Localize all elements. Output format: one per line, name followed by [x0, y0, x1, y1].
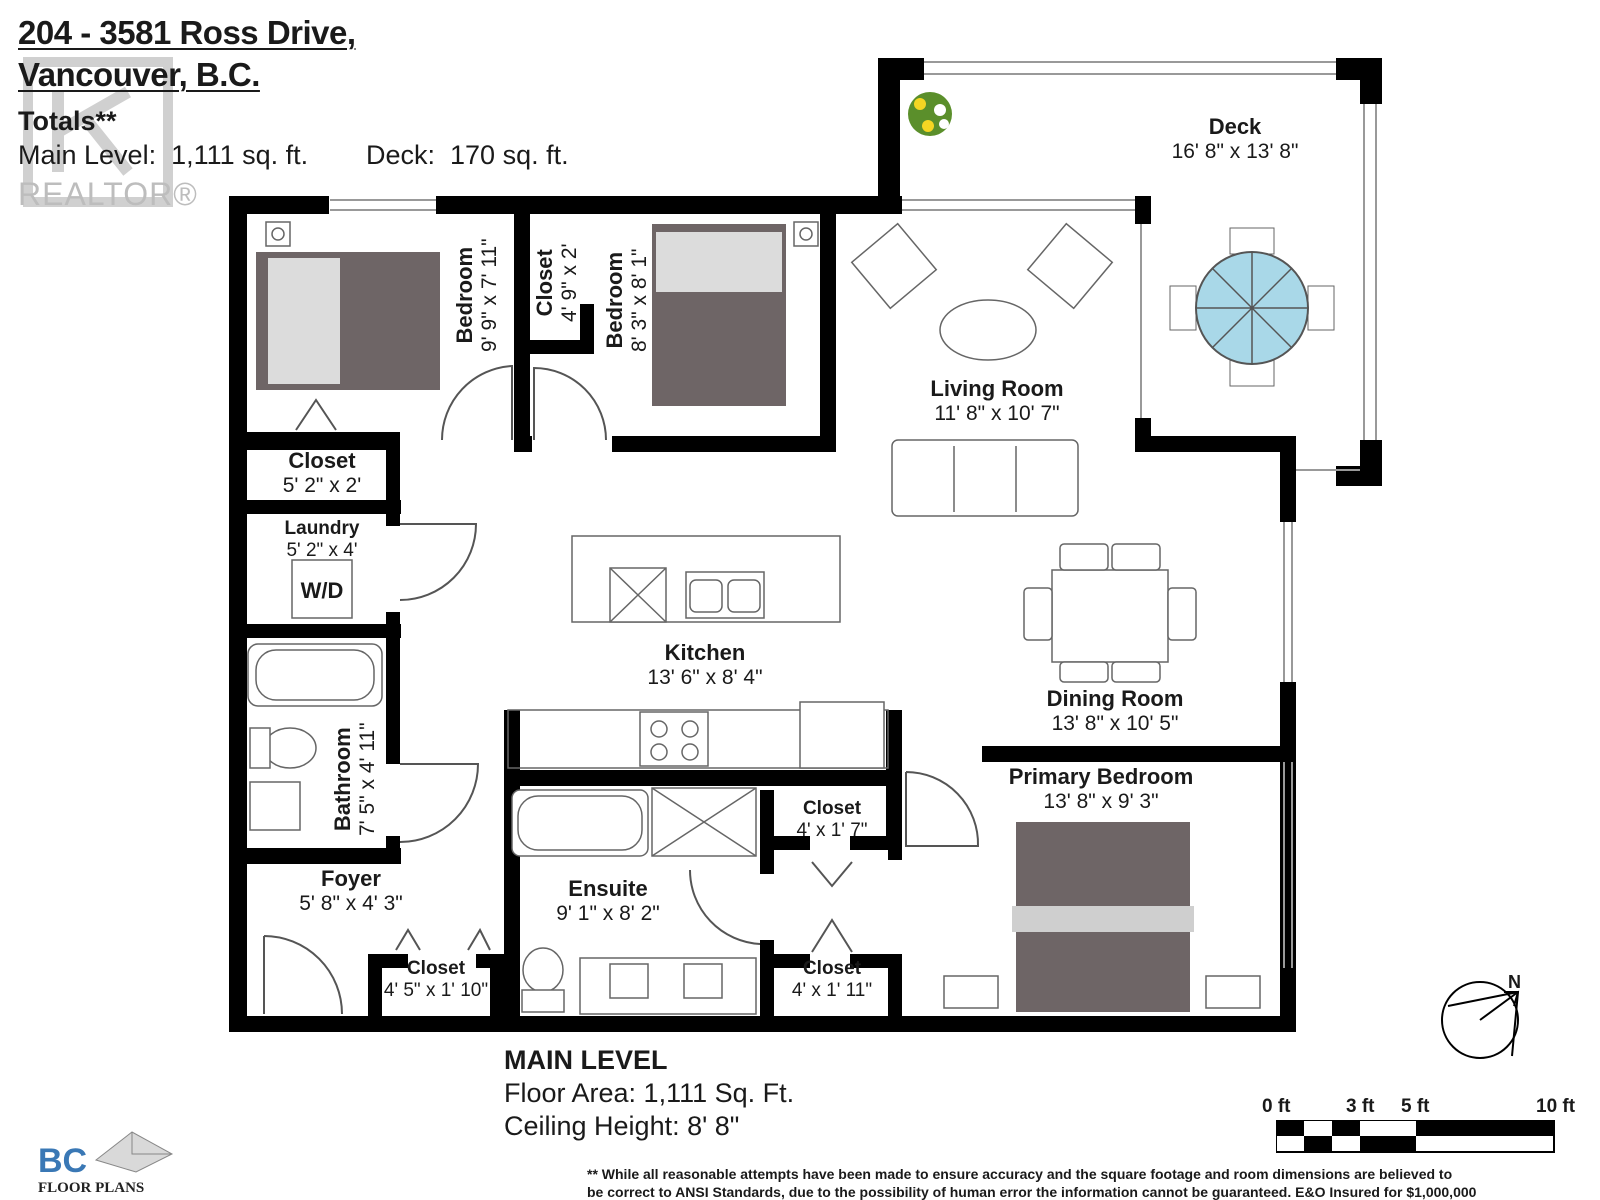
room-kitchen: Kitchen 13' 6" x 8' 4" — [647, 640, 763, 689]
ceiling-height: Ceiling Height: 8' 8" — [504, 1111, 740, 1141]
room-closet-1: Closet 5' 2" x 2' — [282, 448, 362, 497]
room-bathroom: Bathroom 7' 5" x 4' 11" — [330, 722, 379, 836]
walls — [229, 58, 1382, 1032]
washer-dryer-label: W/D — [300, 578, 344, 603]
address-line-2: Vancouver, B.C. — [18, 56, 260, 93]
deck-table — [1169, 227, 1335, 387]
room-bedroom-1: Bedroom 9' 9" x 7' 11" — [452, 238, 501, 352]
room-ensuite: Ensuite 9' 1" x 8' 2" — [556, 876, 660, 925]
room-closet-pb2: Closet 4' x 1' 11" — [791, 958, 873, 1001]
doors — [263, 364, 980, 1015]
scale-bar — [1276, 1120, 1555, 1153]
room-closet-b2: Closet 4' 9" x 2' — [532, 243, 581, 322]
room-closet-pb1: Closet 4' x 1' 7" — [796, 798, 868, 841]
scale-label-5: 5 ft — [1401, 1096, 1430, 1117]
disclaimer-line-2: be correct to ANSI Standards, due to the… — [587, 1184, 1477, 1200]
logo-floor-plans: FLOOR PLANS — [38, 1180, 145, 1196]
room-laundry: Laundry 5' 2" x 4' — [284, 518, 360, 561]
floor-area: Floor Area: 1,111 Sq. Ft. — [504, 1078, 795, 1108]
realtor-logo-icon — [23, 57, 173, 207]
plant-icon — [908, 92, 952, 136]
compass-icon — [1441, 981, 1520, 1059]
logo-bc: BC — [38, 1142, 88, 1180]
windows — [330, 61, 1377, 968]
realtor-watermark: REALTOR® — [18, 176, 198, 212]
house-logo-icon — [94, 1131, 174, 1173]
fixtures — [247, 221, 1261, 1015]
level-title: MAIN LEVEL — [504, 1045, 668, 1075]
scale-label-3: 3 ft — [1346, 1096, 1375, 1117]
room-deck: Deck 16' 8" x 13' 8" — [1171, 114, 1299, 163]
room-dining: Dining Room 13' 8" x 10' 5" — [1046, 686, 1184, 735]
totals-label: Totals** — [18, 106, 117, 136]
room-foyer: Foyer 5' 8" x 4' 3" — [299, 866, 403, 915]
address-line-1: 204 - 3581 Ross Drive, — [18, 14, 356, 51]
room-closet-foyer: Closet 4' 5" x 1' 10" — [383, 958, 489, 1001]
deck-total: Deck: 170 sq. ft. — [366, 140, 569, 170]
main-level-total: Main Level: 1,111 sq. ft. — [18, 140, 309, 170]
scale-label-10: 10 ft — [1536, 1096, 1576, 1117]
scale-label-0: 0 ft — [1262, 1096, 1291, 1117]
beds — [256, 224, 1194, 1012]
room-living: Living Room 11' 8" x 10' 7" — [930, 376, 1064, 425]
room-primary-bedroom: Primary Bedroom 13' 8" x 9' 3" — [1008, 764, 1194, 813]
room-bedroom-2: Bedroom 8' 3" x 8' 1" — [602, 248, 651, 352]
disclaimer-line-1: ** While all reasonable attempts have be… — [587, 1166, 1453, 1182]
compass-n-label: N — [1508, 972, 1521, 992]
